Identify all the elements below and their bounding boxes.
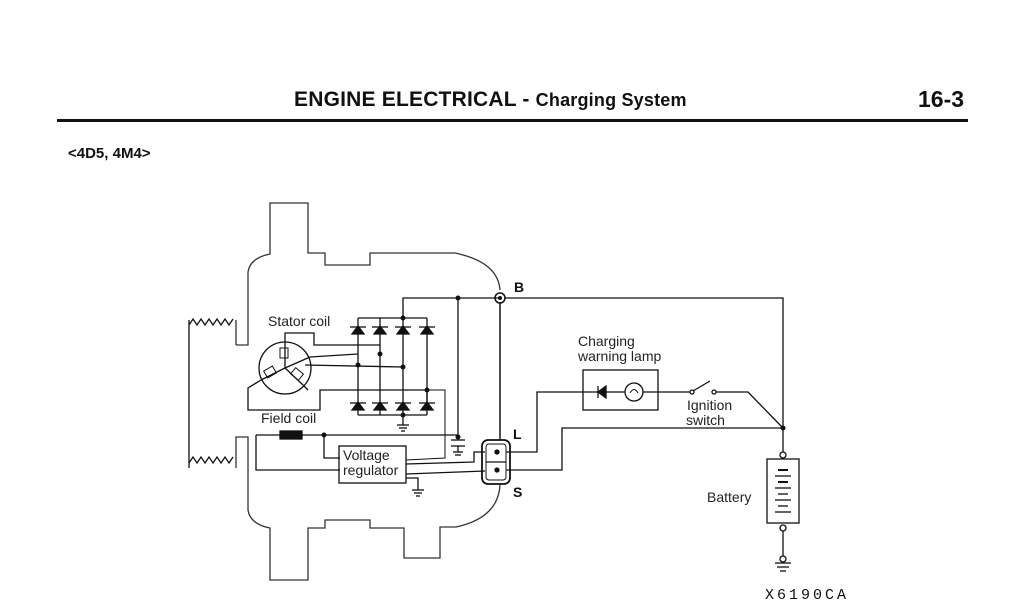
capacitor-symbol [451,439,465,456]
ignition-switch-label-1: Ignition [687,397,732,413]
rectifier-diodes [350,324,435,411]
rectifier-bridge [357,297,500,438]
terminal-b-label: B [514,279,524,295]
battery-symbol [766,428,800,563]
stator-coil-symbol [258,341,312,395]
section-title: ENGINE ELECTRICAL - Charging System [294,88,687,112]
subsection-name: Charging System [535,90,687,110]
terminal-s-label: S [513,484,522,500]
battery-label: Battery [707,489,751,505]
page-number: 16-3 [918,86,965,112]
ground-icon [412,489,424,497]
terminal-l-label: L [513,426,522,442]
lamp-diode-icon [596,384,607,400]
ground-icon [775,562,791,572]
voltage-regulator-label-1: Voltage [343,447,390,463]
stator-coil-label: Stator coil [268,313,330,329]
connector-l-s [481,439,511,485]
alternator-housing [235,202,501,581]
junction-dots [321,295,786,440]
voltage-regulator-box [338,445,407,484]
section-name: ENGINE ELECTRICAL [294,88,517,111]
ignition-switch-symbol [689,380,784,429]
lamp-bulb-icon [624,382,644,402]
figure-code: X6190CA [765,587,849,604]
voltage-regulator-label-2: regulator [343,462,399,478]
ground-icon [397,424,409,432]
field-coil-symbol [255,430,458,471]
pulley-belt-left [188,317,234,468]
charging-lamp-label-2: warning lamp [577,348,661,364]
header-divider [57,119,968,122]
engine-variant-label: <4D5, 4M4> [68,145,151,162]
field-coil-label: Field coil [261,410,316,426]
ignition-switch-label-2: switch [686,412,725,428]
charging-warning-lamp-box [582,369,659,411]
charging-lamp-label-1: Charging [578,333,635,349]
title-separator: - [522,88,530,111]
